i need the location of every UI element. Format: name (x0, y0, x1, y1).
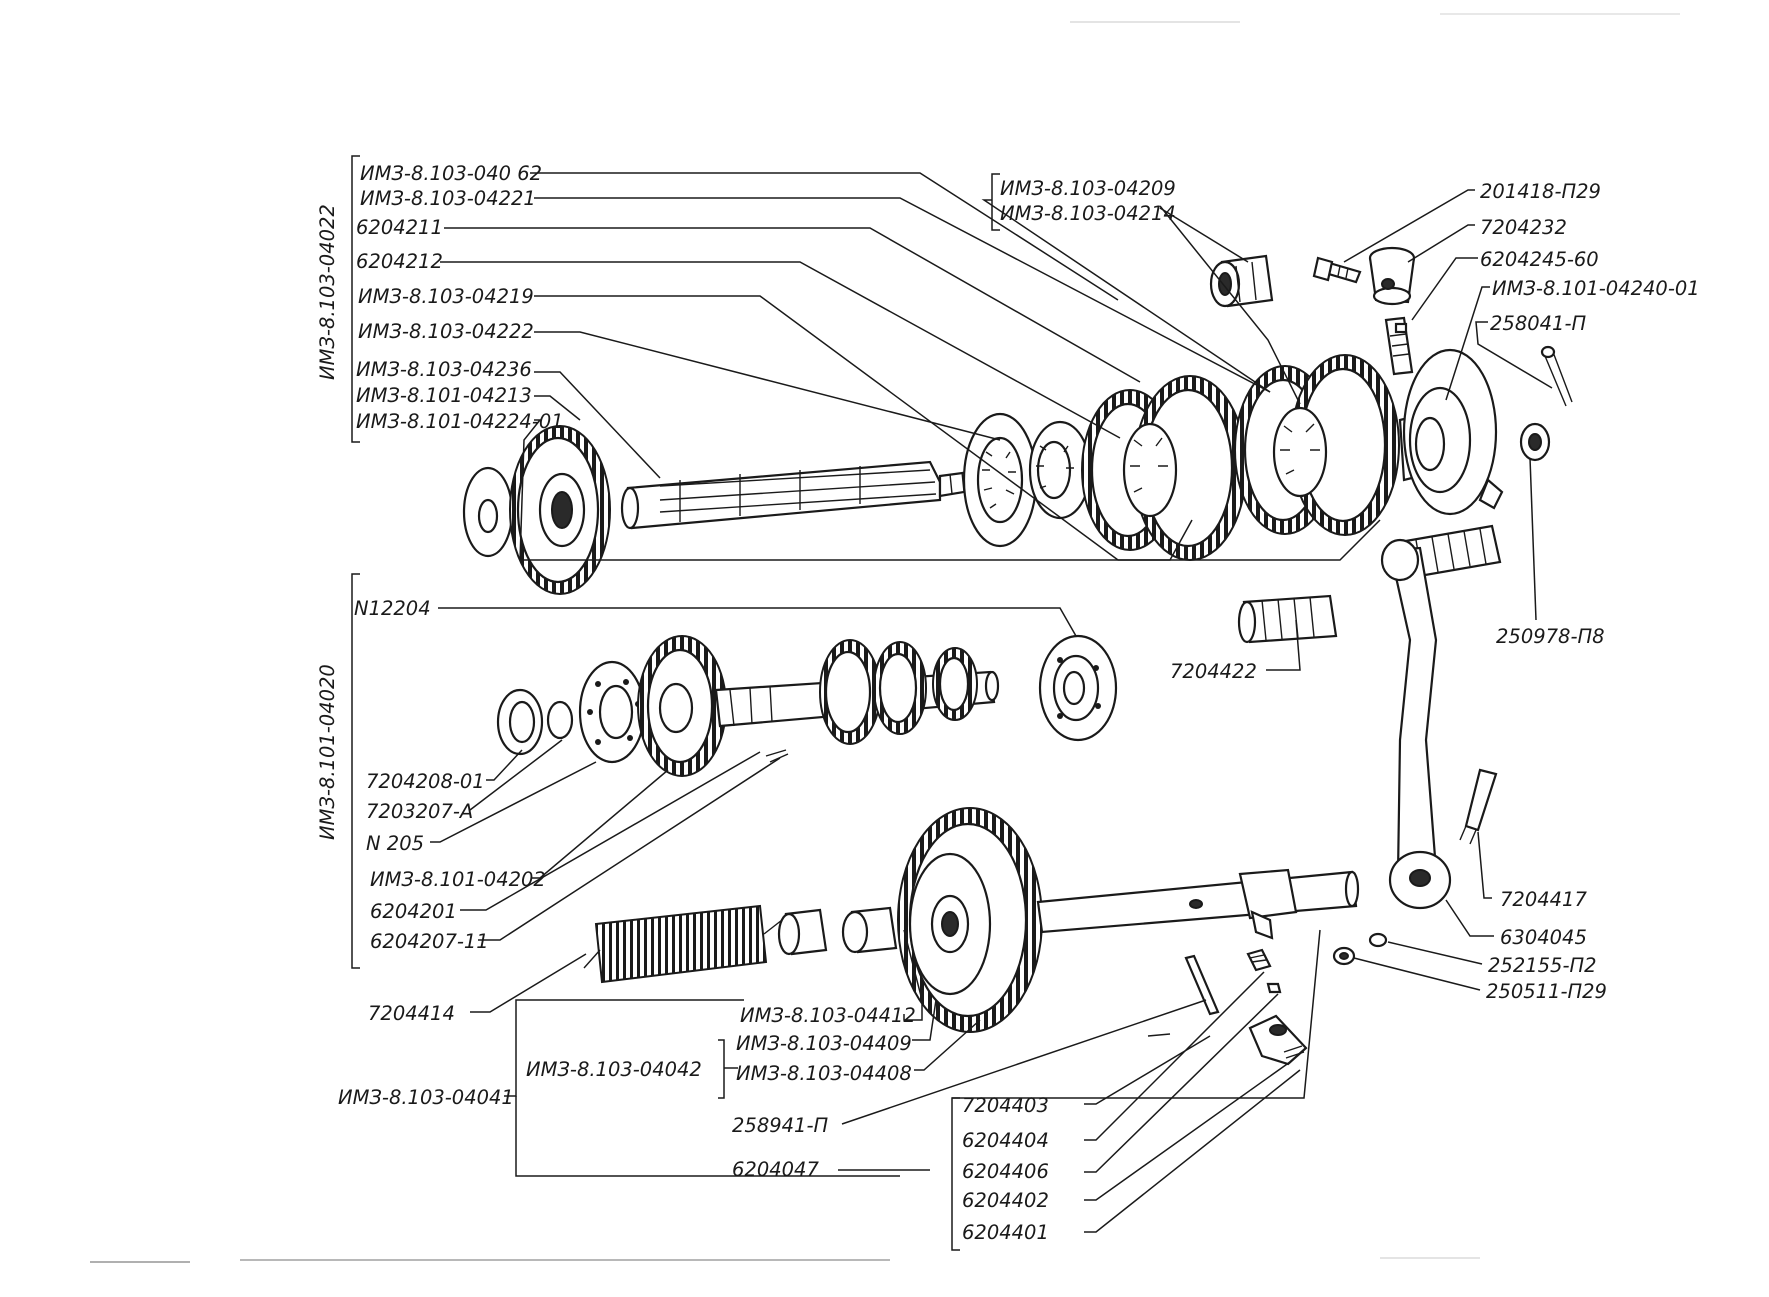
label-izm-8-103-04209: ИМЗ-8.103-04209 (1000, 177, 1176, 200)
label-izm-8-103-04222: ИМЗ-8.103-04222 (358, 320, 534, 343)
label-group-izm-8-101-04020: ИМЗ-8.101-04020 (316, 664, 339, 840)
label-izm-8-103-04409: ИМЗ-8.103-04409 (736, 1032, 912, 1055)
spline-hub-drawing (1028, 420, 1092, 520)
label-258041-p: 258041-П (1490, 312, 1586, 335)
leader-lines (351, 155, 1553, 1251)
snap-ring-drawing (546, 700, 574, 740)
label-6204211: 6204211 (356, 216, 443, 239)
label-7203207-a: 7203207-А (366, 800, 473, 823)
scan-artifacts (90, 13, 1680, 1263)
cotter-pin-drawing (1540, 345, 1573, 407)
bolt-drawing (1312, 256, 1362, 284)
splined-pin-drawing (1384, 316, 1414, 376)
return-spring-drawing (583, 904, 783, 984)
main-shaft-drawing (620, 460, 1002, 530)
label-252155-p2: 252155-П2 (1488, 954, 1597, 977)
label-izm-8-103-04219: ИМЗ-8.103-04219 (358, 285, 534, 308)
label-6204047: 6204047 (732, 1158, 819, 1181)
label-izm-8-101-04202: ИМЗ-8.101-04202 (370, 868, 546, 891)
label-7204414: 7204414 (368, 1002, 455, 1025)
label-6204245-60: 6204245-60 (1480, 248, 1599, 271)
spring-bushing-drawing (777, 908, 828, 956)
label-6204212: 6204212 (356, 250, 443, 273)
label-7204208-01: 7204208-01 (366, 770, 485, 793)
label-group-izm-8-103-04041: ИМЗ-8.103-04041 (338, 1086, 514, 1109)
label-izm-8-103-04221: ИМЗ-8.103-04221 (360, 187, 536, 210)
label-izm-8-103-04236: ИМЗ-8.103-04236 (356, 358, 532, 381)
label-izm-8-101-04224-01: ИМЗ-8.101-04224-01 (356, 410, 564, 433)
kickstart-lever-assembly (1237, 524, 1502, 966)
tapered-pin-drawing (1459, 768, 1498, 845)
label-258941-p: 258941-П (732, 1114, 828, 1137)
label-6204402: 6204402 (962, 1189, 1049, 1212)
label-250978-p8: 250978-П8 (1496, 625, 1605, 648)
kick-gear-drawing (897, 807, 1043, 1033)
label-7204403: 7204403 (962, 1094, 1049, 1117)
label-6204406: 6204406 (962, 1160, 1049, 1183)
label-250511-p29: 250511-П29 (1486, 980, 1607, 1003)
upper-shaft-assembly (462, 246, 1573, 595)
label-n12204: N12204 (354, 597, 431, 620)
rubber-sleeve-drawing (1237, 594, 1338, 644)
ratchet-parts-drawing (1147, 948, 1308, 1066)
kickstart-plate-drawing (1398, 348, 1504, 516)
label-201418-p29: 201418-П29 (1480, 180, 1601, 203)
ball-bearing-drawing (578, 660, 646, 764)
label-izm-8-101-04240-01: ИМЗ-8.101-04240-01 (1492, 277, 1700, 300)
label-izm-8-103-04408: ИМЗ-8.103-04408 (736, 1062, 912, 1085)
kickstart-lever-drawing (1380, 538, 1452, 910)
label-group-izm-8-103-04042: ИМЗ-8.103-04042 (526, 1058, 702, 1081)
needle-bearing-drawing (1038, 634, 1118, 742)
label-7204422: 7204422 (1170, 660, 1257, 683)
clamp-drawing (1368, 246, 1416, 306)
label-group-izm-8-103-04022: ИМЗ-8.103-04022 (316, 204, 339, 380)
middle-gear-pair-drawing (1081, 375, 1247, 561)
label-izm-8-103-04214: ИМЗ-8.103-04214 (1000, 202, 1176, 225)
kick-shaft-assembly (583, 807, 1360, 1066)
label-7204232: 7204232 (1480, 216, 1567, 239)
label-6204404: 6204404 (962, 1129, 1049, 1152)
left-gear-drawing (509, 425, 611, 595)
kick-shaft-drawing (1036, 868, 1360, 940)
bearing-cup-drawing (496, 688, 544, 756)
label-n205: N 205 (366, 832, 424, 855)
label-izm-8-103-04062: ИМЗ-8.103-040 62 (360, 162, 542, 185)
label-6204207-11: 6204207-11 (370, 930, 489, 953)
spline-ring-drawing (962, 412, 1038, 548)
label-izm-8-101-04213: ИМЗ-8.101-04213 (356, 384, 532, 407)
castle-nut-drawing (1519, 422, 1551, 462)
part-labels: ИМЗ-8.103-040 62 ИМЗ-8.103-04221 6204211… (316, 162, 1700, 1244)
intermediate-gear-drawing (637, 635, 727, 777)
right-gear-pair-drawing (1234, 354, 1400, 536)
label-6204201: 6204201 (370, 900, 457, 923)
label-6204401: 6204401 (962, 1221, 1049, 1244)
label-7204417: 7204417 (1500, 888, 1587, 911)
label-izm-8-103-04412: ИМЗ-8.103-04412 (740, 1004, 916, 1027)
label-6304045: 6304045 (1500, 926, 1587, 949)
intermediate-shaft-assembly (496, 634, 1118, 777)
small-washers-drawing (1332, 932, 1388, 966)
intermediate-shaft-drawing (714, 639, 1000, 745)
guide-bushing-drawing (841, 906, 898, 954)
